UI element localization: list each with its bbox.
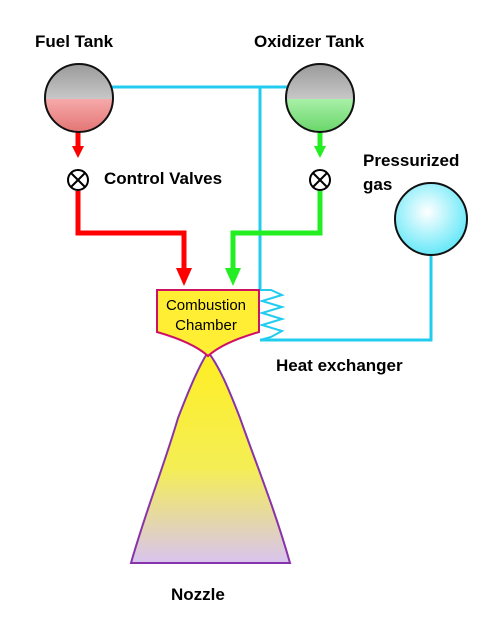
fuel-inlet-arrow-icon [176,268,192,286]
zigzag-coil-icon [258,289,286,341]
combustion-chamber-label-line1: Combustion [166,297,246,314]
fuel-arrow-icon [72,146,84,158]
nozzle-label: Nozzle [171,585,225,604]
pressurant-line [112,85,433,342]
circle-x-valve-icon [67,169,89,191]
oxidizer-tank-label: Oxidizer Tank [254,32,365,51]
pressurized-gas-label-line2: gas [363,175,392,194]
oxidizer-arrow-icon [314,146,326,158]
fuel-tank-label: Fuel Tank [35,32,114,51]
oxidizer-tank [285,63,355,133]
circle-x-valve-icon [309,169,331,191]
pressurized-gas-label-line1: Pressurized [363,151,459,170]
heat-exchanger-label: Heat exchanger [276,356,403,375]
fuel-line [75,132,187,270]
pressurant-return-line [260,256,433,342]
nozzle [129,350,292,564]
combustion-chamber-label-line2: Chamber [175,317,237,334]
control-valves-label: Control Valves [104,169,222,188]
pressurized-gas-sphere [394,182,468,256]
fuel-tank [44,63,114,133]
oxidizer-inlet-arrow-icon [225,268,241,286]
oxidizer-line [230,132,323,270]
combustion-chamber [156,289,260,358]
